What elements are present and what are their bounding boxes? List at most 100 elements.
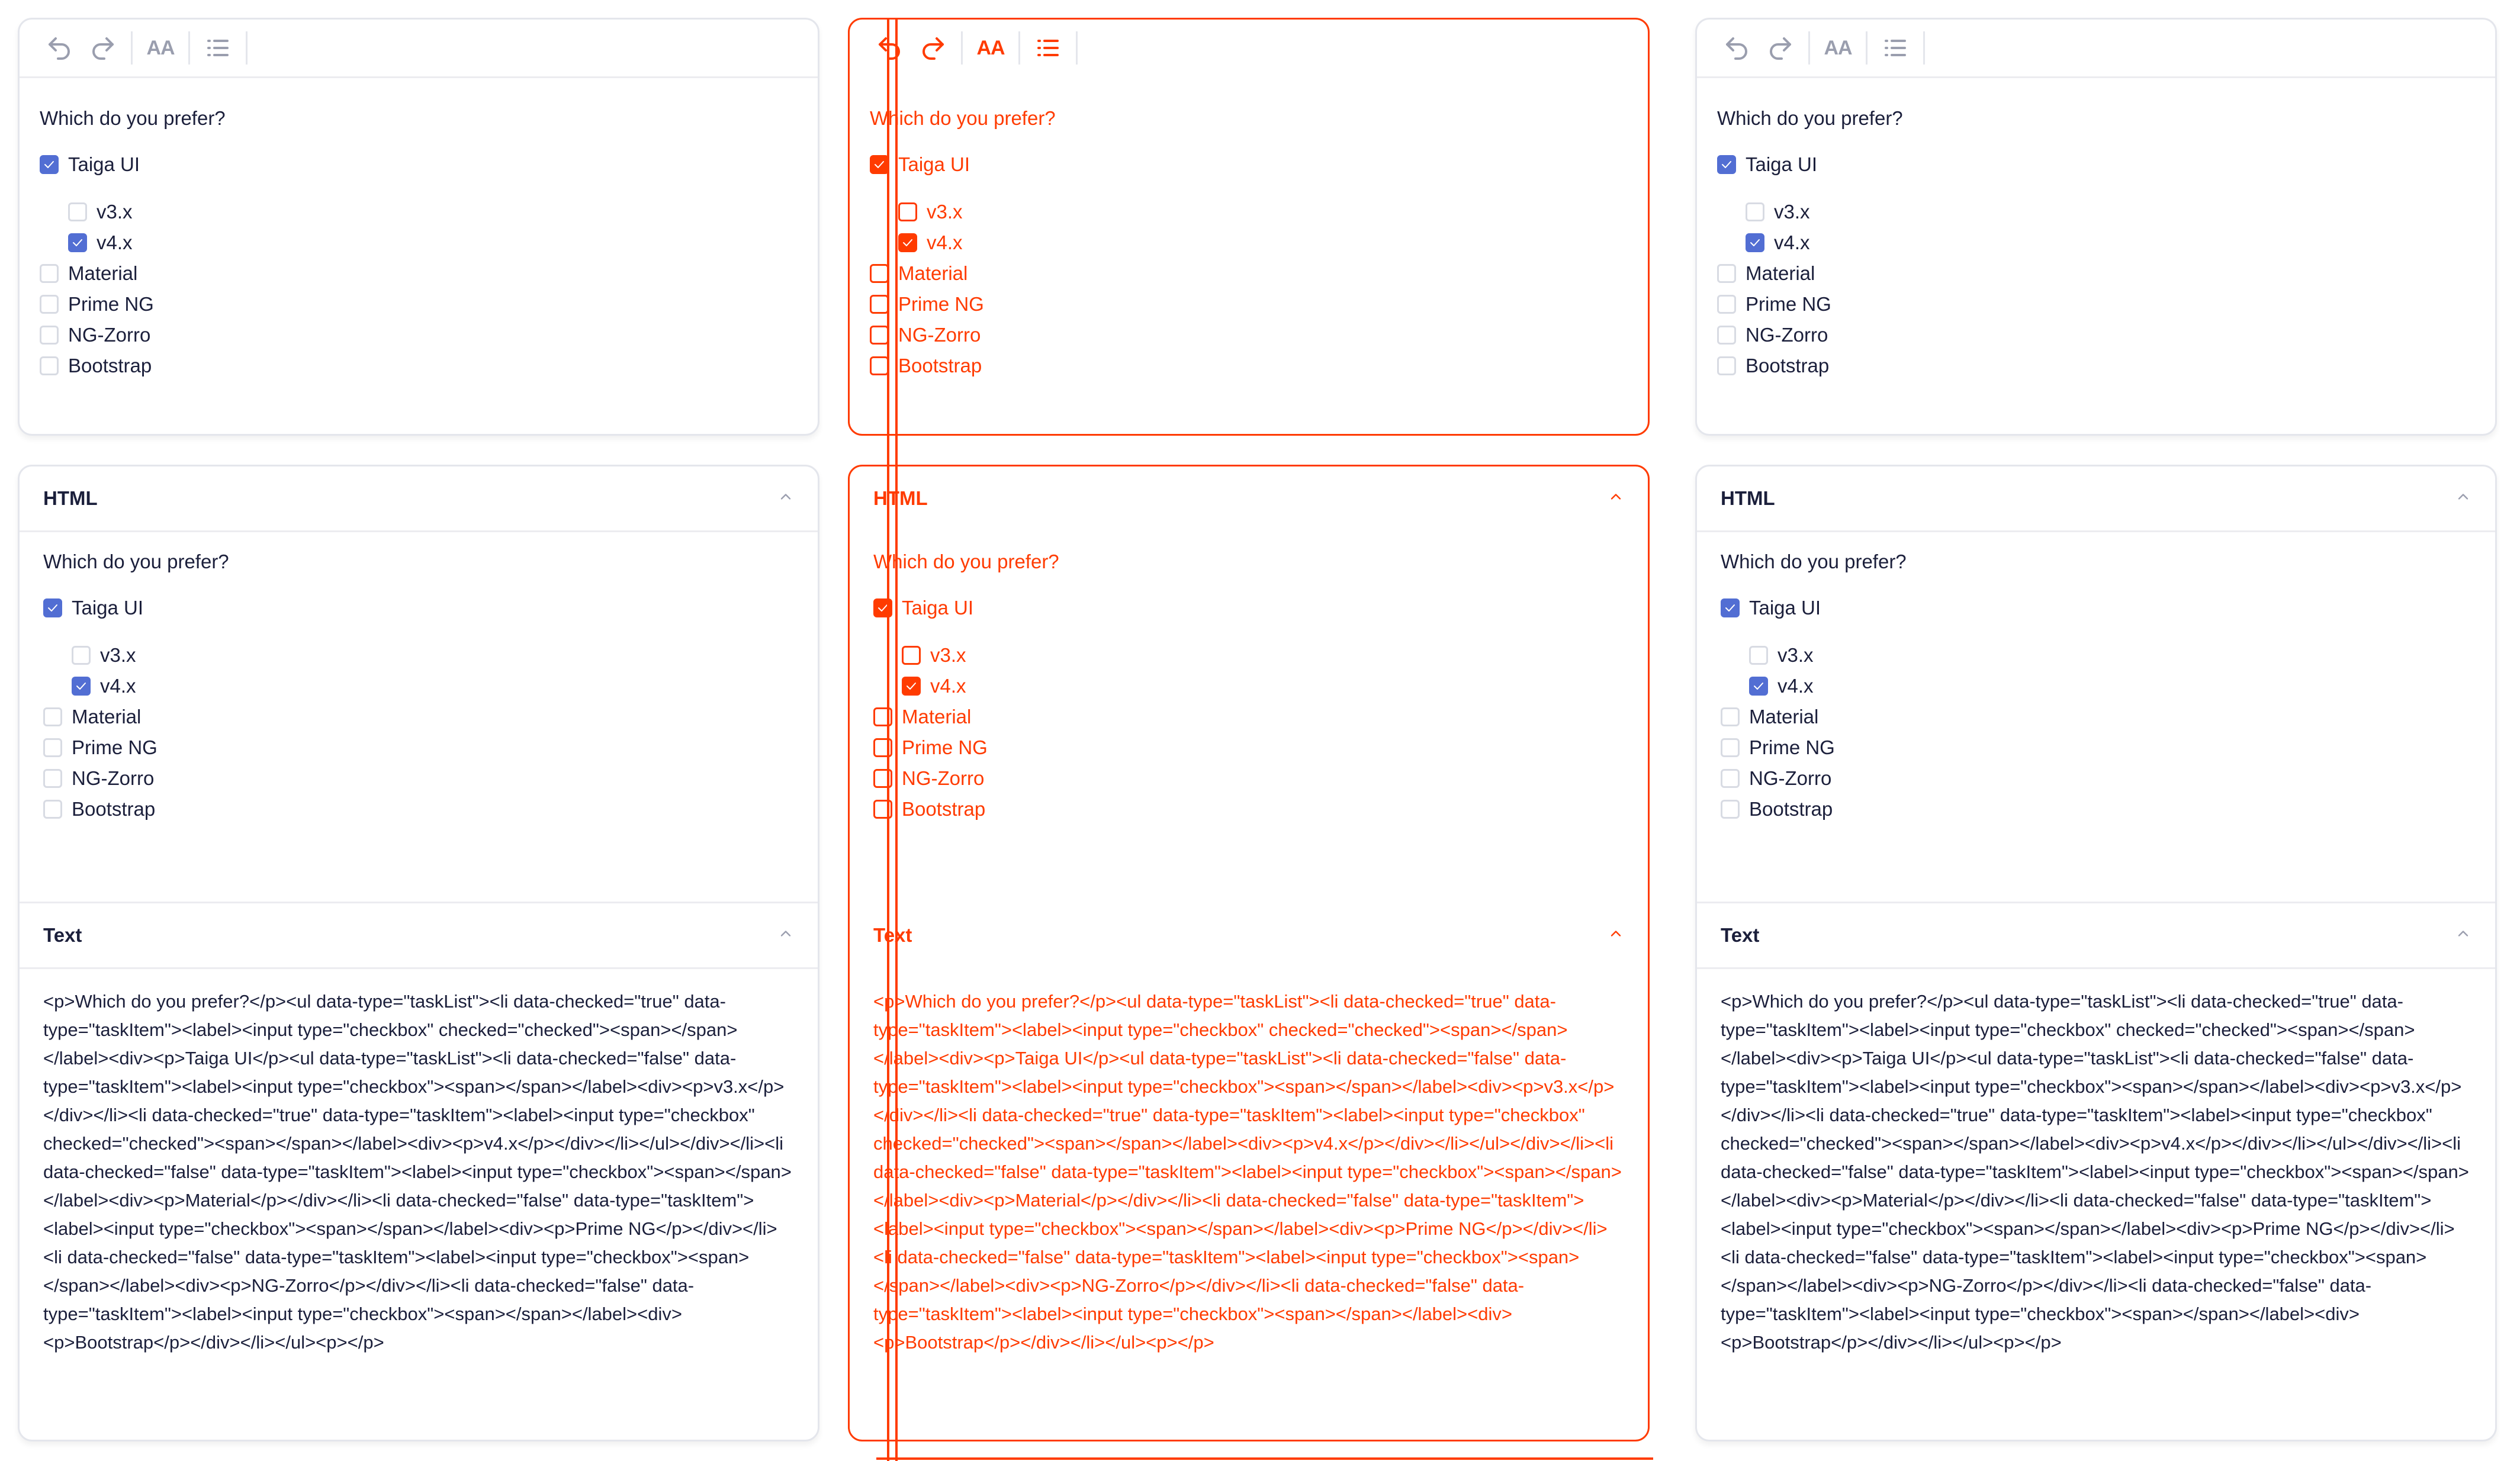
checkbox[interactable] — [40, 295, 59, 314]
task-item[interactable]: Taiga UI — [1721, 597, 1821, 619]
undo-button[interactable] — [1715, 26, 1759, 70]
html-section-header[interactable]: HTML — [850, 466, 1648, 530]
task-item[interactable]: Prime NG — [43, 736, 158, 759]
text-section-header[interactable]: Text — [20, 903, 818, 967]
task-item[interactable]: v3.x — [1749, 644, 1814, 667]
task-item[interactable]: NG-Zorro — [43, 767, 154, 790]
checkbox[interactable] — [40, 326, 59, 345]
task-item[interactable]: Material — [43, 706, 141, 728]
task-item[interactable]: v3.x — [72, 644, 136, 667]
task-item[interactable]: NG-Zorro — [873, 767, 984, 790]
list-button[interactable] — [196, 26, 240, 70]
task-item[interactable]: Material — [873, 706, 971, 728]
text-section-header[interactable]: Text — [850, 903, 1648, 967]
redo-button[interactable] — [1759, 26, 1802, 70]
task-item[interactable]: v4.x — [898, 231, 963, 254]
checkbox[interactable] — [1721, 800, 1740, 819]
task-item[interactable]: Prime NG — [873, 736, 988, 759]
task-item[interactable]: Material — [870, 262, 967, 285]
checkbox-checked[interactable] — [902, 677, 921, 696]
chevron-up-icon[interactable] — [777, 924, 794, 947]
checkbox[interactable] — [1717, 295, 1736, 314]
checkbox[interactable] — [40, 264, 59, 283]
task-item[interactable]: Material — [40, 262, 137, 285]
chevron-up-icon[interactable] — [2455, 487, 2471, 510]
task-item[interactable]: Bootstrap — [870, 355, 982, 377]
redo-button[interactable] — [81, 26, 125, 70]
task-item[interactable]: v3.x — [898, 201, 963, 223]
undo-button[interactable] — [867, 26, 911, 70]
checkbox[interactable] — [1721, 707, 1740, 726]
task-item[interactable]: v4.x — [72, 675, 136, 697]
task-item[interactable]: Bootstrap — [873, 798, 985, 820]
text-section-header[interactable]: Text — [1697, 903, 2495, 967]
checkbox[interactable] — [1746, 202, 1764, 221]
task-item[interactable]: Bootstrap — [43, 798, 155, 820]
task-item[interactable]: NG-Zorro — [1717, 324, 1828, 346]
task-item[interactable]: Material — [1717, 262, 1815, 285]
task-item[interactable]: Bootstrap — [40, 355, 152, 377]
checkbox[interactable] — [870, 356, 889, 375]
task-item[interactable]: Prime NG — [1717, 293, 1831, 316]
checkbox[interactable] — [873, 738, 892, 757]
chevron-up-icon[interactable] — [2455, 924, 2471, 947]
checkbox[interactable] — [873, 707, 892, 726]
checkbox[interactable] — [1717, 264, 1736, 283]
html-section-header[interactable]: HTML — [1697, 466, 2495, 530]
task-item[interactable]: Material — [1721, 706, 1818, 728]
task-item[interactable]: Prime NG — [40, 293, 154, 316]
task-item[interactable]: NG-Zorro — [40, 324, 150, 346]
font-size-button[interactable]: AA — [969, 26, 1012, 70]
task-item[interactable]: Taiga UI — [40, 153, 140, 176]
task-item[interactable]: Taiga UI — [870, 153, 970, 176]
checkbox-checked[interactable] — [68, 233, 87, 252]
task-item[interactable]: Taiga UI — [43, 597, 143, 619]
task-item[interactable]: v4.x — [902, 675, 966, 697]
checkbox-checked[interactable] — [1717, 155, 1736, 174]
checkbox[interactable] — [1749, 646, 1768, 665]
checkbox[interactable] — [43, 707, 62, 726]
checkbox-checked[interactable] — [1749, 677, 1768, 696]
task-item[interactable]: v4.x — [1746, 231, 1810, 254]
chevron-up-icon[interactable] — [777, 487, 794, 510]
checkbox-checked[interactable] — [1721, 598, 1740, 617]
checkbox[interactable] — [873, 800, 892, 819]
html-section-header[interactable]: HTML — [20, 466, 818, 530]
task-item[interactable]: Taiga UI — [873, 597, 973, 619]
checkbox-checked[interactable] — [870, 155, 889, 174]
checkbox[interactable] — [870, 264, 889, 283]
checkbox-checked[interactable] — [898, 233, 917, 252]
checkbox[interactable] — [1721, 738, 1740, 757]
checkbox[interactable] — [902, 646, 921, 665]
task-item[interactable]: v4.x — [68, 231, 133, 254]
chevron-up-icon[interactable] — [1608, 924, 1624, 947]
redo-button[interactable] — [911, 26, 955, 70]
checkbox[interactable] — [870, 326, 889, 345]
task-item[interactable]: Bootstrap — [1721, 798, 1833, 820]
list-button[interactable] — [1873, 26, 1917, 70]
checkbox-checked[interactable] — [1746, 233, 1764, 252]
checkbox[interactable] — [68, 202, 87, 221]
checkbox[interactable] — [43, 800, 62, 819]
checkbox-checked[interactable] — [72, 677, 91, 696]
checkbox[interactable] — [1721, 769, 1740, 788]
checkbox[interactable] — [72, 646, 91, 665]
checkbox[interactable] — [898, 202, 917, 221]
task-item[interactable]: Taiga UI — [1717, 153, 1817, 176]
task-item[interactable]: Prime NG — [1721, 736, 1835, 759]
task-item[interactable]: Bootstrap — [1717, 355, 1829, 377]
checkbox-checked[interactable] — [40, 155, 59, 174]
task-item[interactable]: v3.x — [1746, 201, 1810, 223]
task-item[interactable]: v3.x — [902, 644, 966, 667]
task-item[interactable]: v3.x — [68, 201, 133, 223]
undo-button[interactable] — [37, 26, 81, 70]
checkbox[interactable] — [43, 769, 62, 788]
chevron-up-icon[interactable] — [1608, 487, 1624, 510]
list-button[interactable] — [1026, 26, 1070, 70]
checkbox-checked[interactable] — [873, 598, 892, 617]
font-size-button[interactable]: AA — [139, 26, 182, 70]
font-size-button[interactable]: AA — [1816, 26, 1860, 70]
task-item[interactable]: v4.x — [1749, 675, 1814, 697]
checkbox[interactable] — [873, 769, 892, 788]
checkbox[interactable] — [1717, 326, 1736, 345]
